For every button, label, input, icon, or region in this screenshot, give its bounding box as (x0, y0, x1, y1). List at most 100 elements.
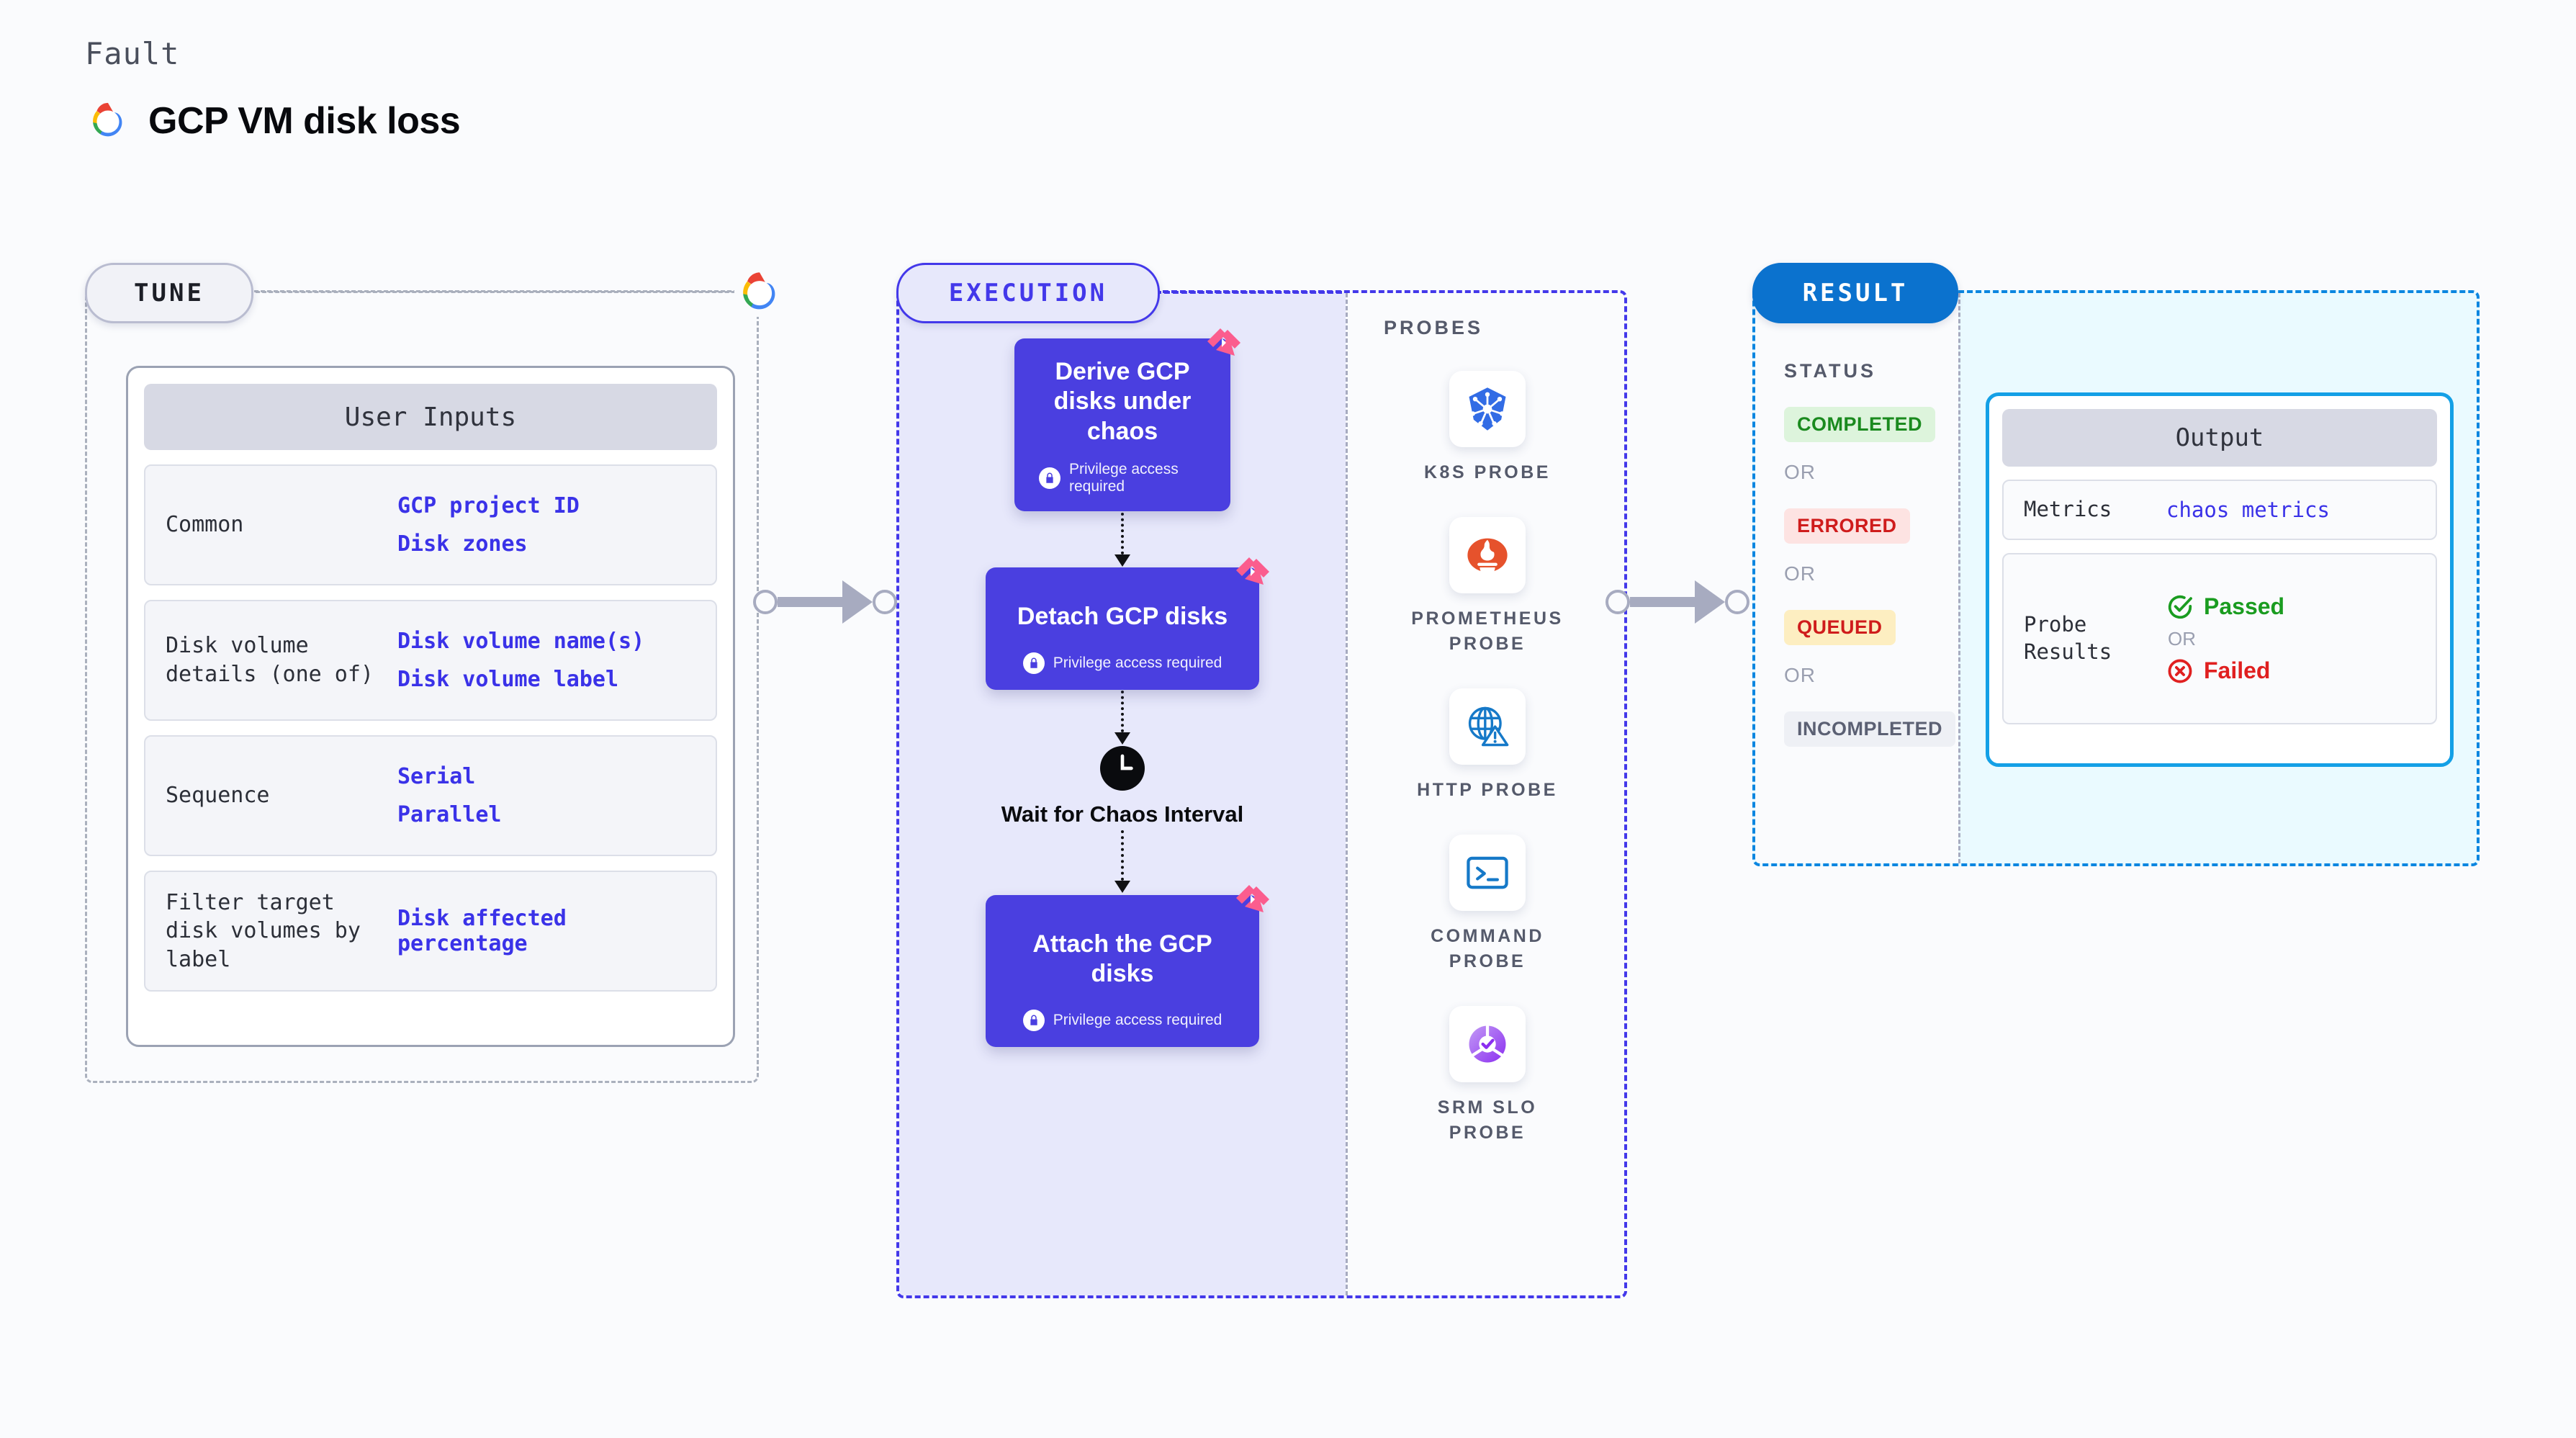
step-title: Derive GCP disks under chaos (1053, 358, 1192, 445)
or-separator: OR (1784, 461, 1816, 483)
probe-item-prometheus[interactable]: PROMETHEUS PROBE (1351, 517, 1624, 657)
status-column: STATUS COMPLETED OR ERRORED OR QUEUED OR… (1784, 360, 1957, 747)
passed-label: Passed (2204, 593, 2285, 619)
tune-value[interactable]: Disk volume label (397, 667, 619, 692)
status-badge-incompleted: INCOMPLETED (1784, 711, 1956, 747)
privilege-note: Privilege access required (1022, 652, 1222, 674)
execution-top-connector (1156, 291, 1342, 294)
probe-item-srm-slo[interactable]: SRM SLO PROBE (1351, 1006, 1624, 1146)
execution-section-pill[interactable]: EXECUTION (896, 263, 1160, 323)
flow-arrow-line (1121, 830, 1124, 881)
flow-arrow-line (1121, 691, 1124, 733)
execution-step-wait-for-chaos-interval: Wait for Chaos Interval (1001, 745, 1244, 829)
flow-arrow-tip (1114, 732, 1130, 745)
connector-bar (1630, 597, 1695, 607)
output-title: Output (2002, 409, 2437, 467)
tune-row-sequence: Sequence Serial Parallel (144, 735, 717, 856)
tune-value[interactable]: GCP project ID (397, 493, 580, 518)
tune-row-label: Sequence (166, 783, 270, 809)
connector-bar (778, 597, 842, 607)
step-title: Wait for Chaos Interval (1001, 801, 1244, 827)
status-badge-errored: ERRORED (1784, 508, 1910, 544)
result-status-panel (1755, 293, 1958, 863)
litmus-logo-icon (1204, 325, 1243, 364)
user-inputs-card: User Inputs Common GCP project ID Disk z… (126, 366, 735, 1047)
privilege-note: Privilege access required (1039, 461, 1206, 495)
output-row-probe-results: Probe Results Passed OR Failed (2002, 553, 2437, 724)
execution-step-attach-gcp-disks[interactable]: Attach the GCP disks Privilege access re… (986, 884, 1269, 1047)
tune-value[interactable]: Disk affected percentage (397, 906, 567, 956)
privilege-text: Privilege access required (1053, 1011, 1222, 1028)
lock-icon (1022, 1009, 1045, 1031)
tune-top-connector (249, 291, 762, 293)
probe-result-failed: Failed (2166, 657, 2284, 685)
step-title: Detach GCP disks (1017, 603, 1228, 631)
litmus-logo-icon (1233, 882, 1272, 921)
connector-execution-to-result (1606, 580, 1749, 624)
connector-tune-to-execution (753, 580, 897, 624)
tune-row-values: Serial Parallel (397, 764, 502, 827)
page-header: Fault GCP VM disk loss (85, 36, 461, 143)
probe-label: PROMETHEUS PROBE (1411, 608, 1564, 654)
tune-value[interactable]: Serial (397, 764, 476, 789)
probes-title: PROBES (1384, 317, 1484, 338)
flow-arrow-icon (1114, 690, 1130, 746)
output-row-label: Metrics (2024, 497, 2112, 522)
privilege-text: Privilege access required (1069, 461, 1179, 495)
fault-title-row: GCP VM disk loss (85, 99, 461, 143)
connector-knob (873, 590, 897, 614)
tune-row-values: Disk affected percentage (397, 906, 708, 956)
probe-item-command[interactable]: COMMAND PROBE (1351, 835, 1624, 974)
tune-row-label: Disk volume details (one of) (166, 633, 374, 687)
result-divider (1958, 293, 1960, 863)
probe-item-k8s[interactable]: K8S PROBE (1351, 371, 1624, 485)
terminal-icon (1449, 835, 1526, 911)
probes-column: PROBES K8S PROBE (1351, 317, 1624, 1146)
tune-row-label: Filter target disk volumes by label (166, 889, 361, 972)
tune-section-pill[interactable]: TUNE (85, 263, 253, 323)
execution-step-detach-gcp-disks[interactable]: Detach GCP disks Privilege access requir… (986, 557, 1269, 690)
tune-value[interactable]: Parallel (397, 802, 502, 827)
kubernetes-icon (1449, 371, 1526, 447)
connector-knob (753, 590, 778, 614)
status-badge-queued: QUEUED (1784, 610, 1896, 645)
lock-icon (1022, 652, 1045, 674)
or-separator: OR (1784, 664, 1816, 686)
prometheus-icon (1449, 517, 1526, 593)
flow-arrow-tip (1114, 554, 1130, 567)
tune-row-disk-volume-details: Disk volume details (one of) Disk volume… (144, 600, 717, 721)
flow-arrow-line (1121, 512, 1124, 554)
tune-row-values: GCP project ID Disk zones (397, 493, 580, 557)
output-metrics-value[interactable]: chaos metrics (2166, 498, 2330, 522)
step-title: Attach the GCP disks (1032, 930, 1212, 988)
connector-knob (1725, 590, 1749, 614)
check-circle-icon (2168, 595, 2192, 619)
probe-item-http[interactable]: HTTP PROBE (1351, 688, 1624, 803)
execution-step-derive-gcp-disks[interactable]: Derive GCP disks under chaos Privilege a… (1014, 328, 1240, 512)
clock-icon (1100, 745, 1145, 791)
srm-slo-icon (1449, 1006, 1526, 1082)
connector-arrowhead-icon (842, 580, 873, 624)
gcp-edge-logo-icon (734, 268, 783, 317)
tune-value[interactable]: Disk zones (397, 531, 528, 557)
status-title: STATUS (1784, 360, 1876, 382)
flow-arrow-tip (1114, 881, 1130, 894)
probe-label: SRM SLO PROBE (1437, 1097, 1538, 1143)
probes-divider (1346, 293, 1348, 1295)
probe-result-values: Passed OR Failed (2166, 593, 2284, 685)
privilege-text: Privilege access required (1053, 654, 1222, 671)
x-circle-icon (2168, 659, 2192, 683)
tune-row-values: Disk volume name(s) Disk volume label (397, 629, 644, 692)
gcp-cloud-logo-icon (85, 99, 130, 143)
flow-arrow-icon (1114, 829, 1130, 895)
tune-row-filter-by-label: Filter target disk volumes by label Disk… (144, 871, 717, 992)
output-row-label: Probe Results (2024, 612, 2112, 664)
privilege-note: Privilege access required (1022, 1009, 1222, 1031)
connector-arrowhead-icon (1695, 580, 1725, 624)
probe-result-passed: Passed (2166, 593, 2284, 621)
connector-knob (1606, 590, 1630, 614)
tune-value[interactable]: Disk volume name(s) (397, 629, 645, 654)
result-section-pill[interactable]: RESULT (1752, 263, 1958, 323)
execution-flow: Derive GCP disks under chaos Privilege a… (899, 328, 1346, 1047)
output-row-metrics: Metrics chaos metrics (2002, 480, 2437, 540)
